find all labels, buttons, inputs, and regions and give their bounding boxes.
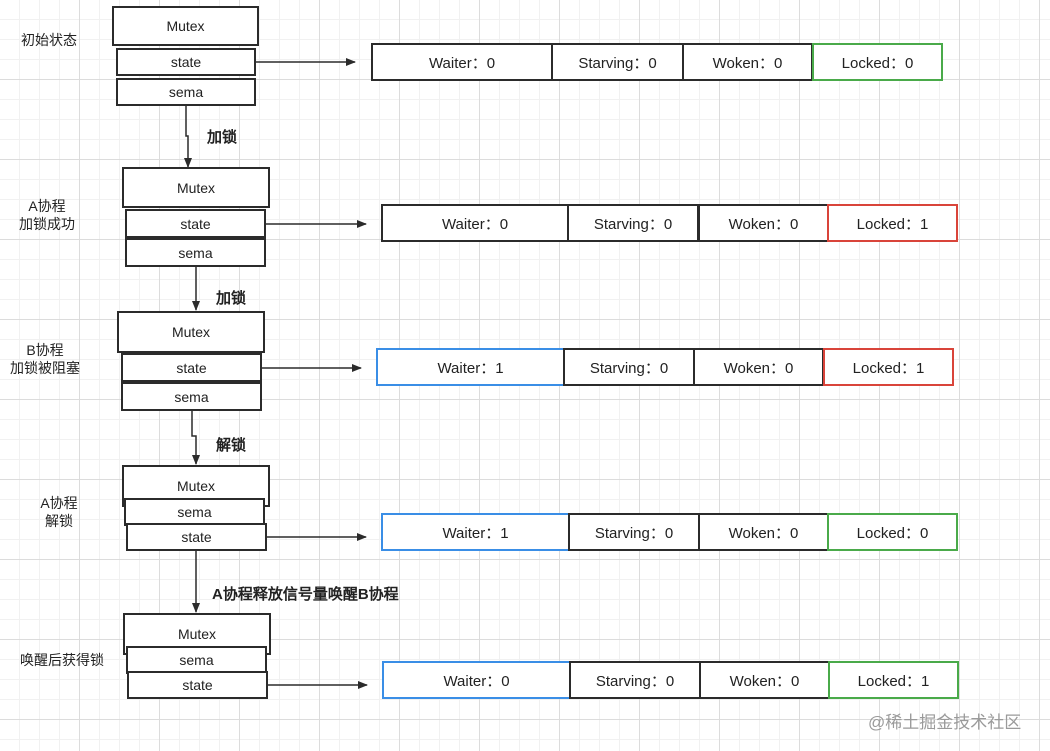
stage-label-wake-acquire: 唤醒后获得锁 [20,652,104,668]
operation-label-2: 加锁 [216,290,247,307]
register-1-woken: Woken：0 [682,43,813,81]
operation-label-3: 解锁 [216,437,247,454]
register-4-starving: Starving：0 [568,513,700,551]
stage-label-initial: 初始状态 [21,32,77,48]
operation-label-1: 加锁 [207,129,238,146]
field-box-3b: sema [121,382,262,411]
watermark: @稀土掘金技术社区 [868,713,1022,732]
field-box-2b: sema [125,238,266,267]
register-3-woken: Woken：0 [693,348,824,386]
register-3-waiter: Waiter：1 [376,348,565,386]
register-5-locked: Locked：1 [828,661,959,699]
register-2-waiter: Waiter：0 [381,204,569,242]
field-box-3a: state [121,353,262,382]
register-5-starving: Starving：0 [569,661,701,699]
stage-label-b-blocked: B协程 加锁被阻塞 [10,342,80,376]
mutex-box-1: Mutex [112,6,259,46]
flow-arrow-3 [191,410,200,465]
register-5-woken: Woken：0 [699,661,830,699]
field-box-5b: state [127,671,268,699]
flow-arrow-1 [184,104,192,168]
register-1-starving: Starving：0 [551,43,684,81]
register-1-waiter: Waiter：0 [371,43,553,81]
register-3-starving: Starving：0 [563,348,695,386]
register-5-waiter: Waiter：0 [382,661,571,699]
field-box-1b: sema [116,78,256,106]
field-box-5a: sema [126,646,267,674]
field-box-4a: sema [124,498,265,526]
field-box-4b: state [126,523,267,551]
field-box-2a: state [125,209,266,238]
register-3-locked: Locked：1 [823,348,954,386]
field-box-1a: state [116,48,256,76]
stage-label-a-lock-success: A协程 加锁成功 [19,198,75,232]
register-1-locked: Locked：0 [812,43,943,81]
register-4-woken: Woken：0 [698,513,829,551]
register-2-locked: Locked：1 [827,204,958,242]
register-4-waiter: Waiter：1 [381,513,570,551]
stage-label-a-unlock: A协程 解锁 [40,495,78,529]
mutex-box-3: Mutex [117,311,265,353]
operation-label-4: A协程释放信号量唤醒B协程 [212,586,399,603]
register-2-woken: Woken：0 [698,204,829,242]
register-4-locked: Locked：0 [827,513,958,551]
register-2-starving: Starving：0 [567,204,699,242]
mutex-box-2: Mutex [122,167,270,208]
